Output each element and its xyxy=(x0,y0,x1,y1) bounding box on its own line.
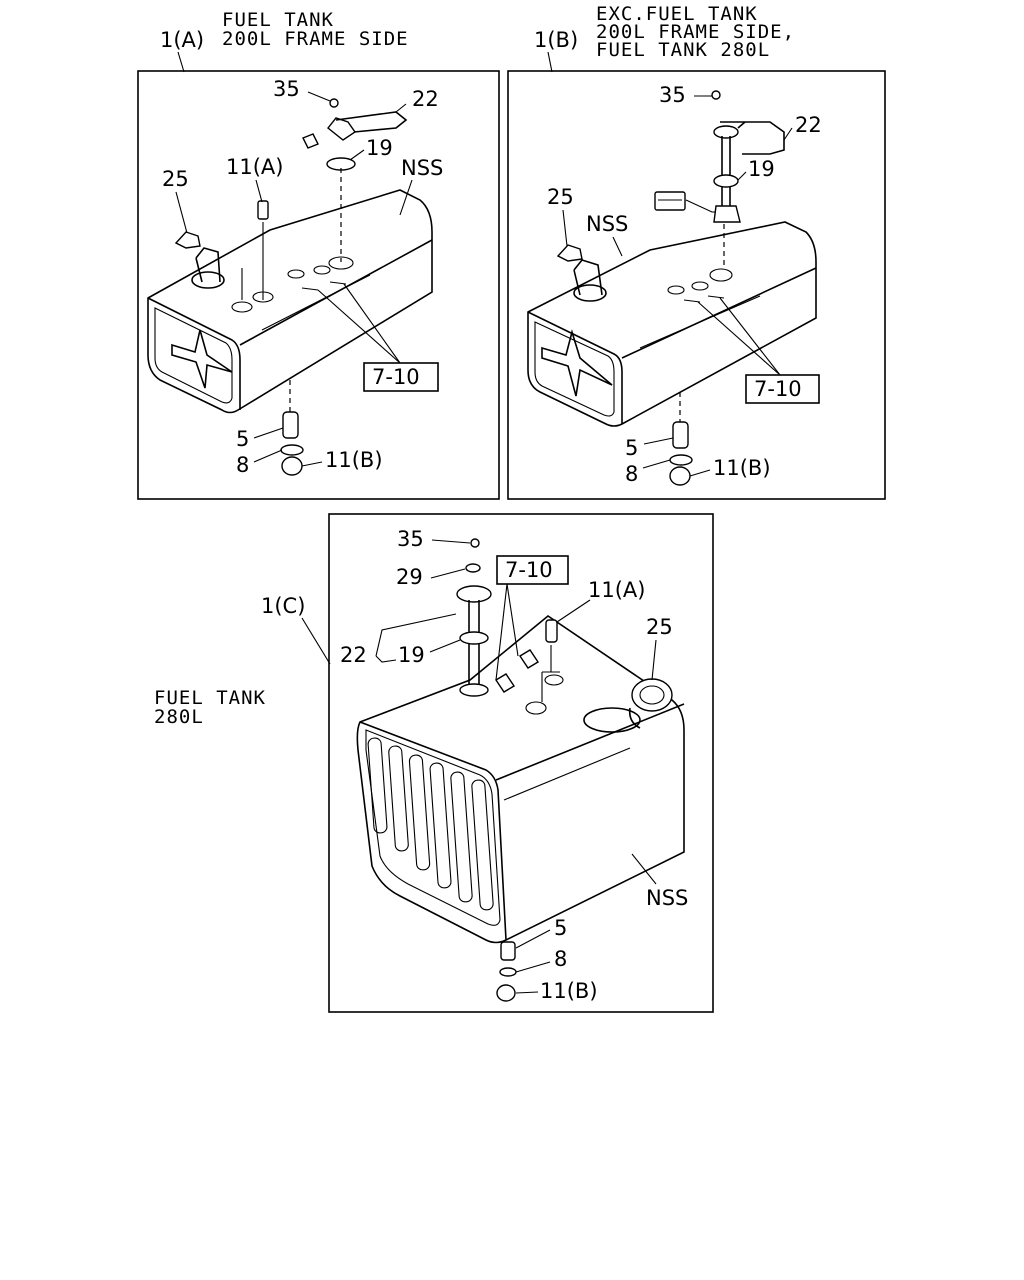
panel-b-drain-plug xyxy=(669,421,693,486)
panel-c-drain-plug xyxy=(496,941,517,1002)
panel-c-frame xyxy=(328,513,714,1013)
panel-b-callout-5: 5 xyxy=(625,436,638,460)
panel-b-sender-unit xyxy=(654,90,785,223)
panel-a-callout-7-10: 7-10 xyxy=(372,365,420,389)
panel-c-callout-8: 8 xyxy=(554,947,567,971)
panel-a-callout-8: 8 xyxy=(236,453,249,477)
panel-a-callout-11a: 11(A) xyxy=(226,155,283,179)
panel-a-ref-leader xyxy=(177,51,185,73)
panel-b-callout-25: 25 xyxy=(547,185,574,209)
panel-a-drain-plug xyxy=(280,411,304,476)
panel-c-callout-nss: NSS xyxy=(646,886,688,910)
panel-a-tank xyxy=(147,189,433,414)
panel-c-ref: 1(C) xyxy=(261,594,305,618)
panel-c-callout-5: 5 xyxy=(554,916,567,940)
panel-a-callout-5: 5 xyxy=(236,427,249,451)
panel-a-callout-nss: NSS xyxy=(401,156,443,180)
panel-a-vent-fitting xyxy=(241,200,269,300)
panel-a-header-line1: FUEL TANK xyxy=(222,9,334,31)
panel-c-callout-22: 22 xyxy=(340,643,367,667)
panel-a-callout-11b: 11(B) xyxy=(325,448,383,472)
panel-a-ref: 1(A) xyxy=(160,28,204,52)
panel-b-callout-11b: 11(B) xyxy=(713,456,771,480)
panel-b-callout-nss: NSS xyxy=(586,212,628,236)
panel-c-vent-fitting xyxy=(541,619,560,702)
panel-b-callout-35: 35 xyxy=(659,83,686,107)
panel-a-callout-22: 22 xyxy=(412,87,439,111)
panel-b-frame xyxy=(507,70,886,500)
panel-b-ref: 1(B) xyxy=(534,28,578,52)
panel-b-header-line2: 200L FRAME SIDE, xyxy=(596,21,795,43)
panel-c-callout-11b: 11(B) xyxy=(540,979,598,1003)
panel-b-cap xyxy=(556,244,583,262)
panel-a-callout-19: 19 xyxy=(366,136,393,160)
panel-c-callout-19: 19 xyxy=(398,643,425,667)
panel-b-callout-22: 22 xyxy=(795,113,822,137)
panel-a-cap xyxy=(174,231,201,249)
panel-b-header-line1: EXC.FUEL TANK xyxy=(596,3,758,25)
panel-a-callout-35: 35 xyxy=(273,77,300,101)
panel-c-callout-25: 25 xyxy=(646,615,673,639)
panel-a-callout-25: 25 xyxy=(162,167,189,191)
panel-c-callout-11a: 11(A) xyxy=(588,578,645,602)
panel-c-side-line2: 280L xyxy=(154,706,204,728)
panel-c-sender-unit xyxy=(456,538,539,697)
panel-b-header-line3: FUEL TANK 280L xyxy=(596,39,770,61)
panel-b-callout-19: 19 xyxy=(748,157,775,181)
panel-b-ref-leader xyxy=(547,51,553,73)
panel-c: FUEL TANK 280L 1(C) xyxy=(154,513,714,1013)
panel-c-side-line1: FUEL TANK xyxy=(154,687,266,709)
panel-b: EXC.FUEL TANK 200L FRAME SIDE, FUEL TANK… xyxy=(507,3,886,500)
panel-b-callout-8: 8 xyxy=(625,462,638,486)
panel-c-callout-35: 35 xyxy=(397,527,424,551)
panel-b-callout-7-10: 7-10 xyxy=(754,377,802,401)
panel-a-callout-7-10-box xyxy=(363,362,439,392)
panel-c-callout-7-10: 7-10 xyxy=(505,558,553,582)
panel-a: FUEL TANK 200L FRAME SIDE 1(A) xyxy=(137,9,500,500)
panel-a-frame xyxy=(137,70,500,500)
panel-c-ref-leader xyxy=(301,617,331,665)
panel-b-tank xyxy=(527,221,817,427)
panel-c-callout-29: 29 xyxy=(396,565,423,589)
panel-c-tank xyxy=(356,615,685,944)
panel-c-callout-7-10-box xyxy=(496,555,569,585)
panel-a-header-line2: 200L FRAME SIDE xyxy=(222,28,409,50)
panel-b-callout-7-10-box xyxy=(745,374,820,404)
